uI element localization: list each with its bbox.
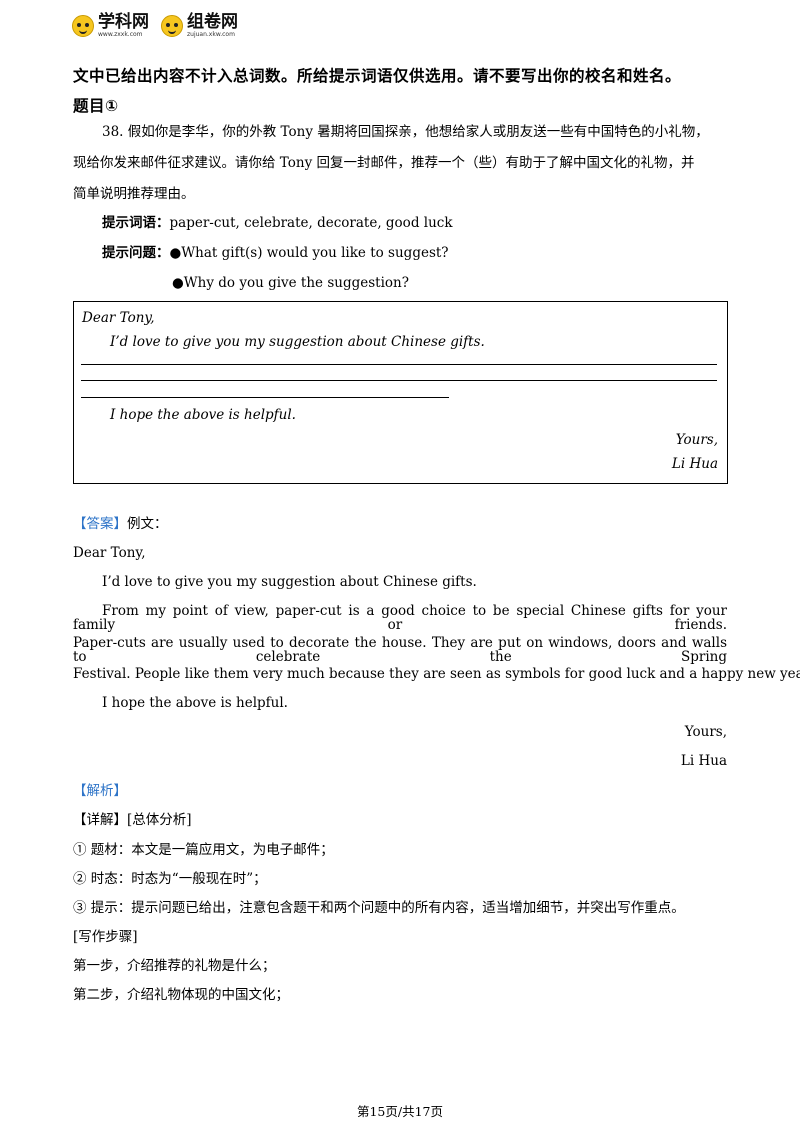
answer-closing: I hope the above is helpful.	[102, 695, 288, 711]
analysis-detail: 【详解】[总体分析]	[73, 812, 192, 828]
letter-sign-off: Yours,	[675, 432, 718, 448]
analysis-item: ② 时态：时态为“一般现在时”；	[73, 871, 267, 887]
page-number: 第15页/共17页	[356, 1104, 444, 1119]
hint-words-row: 提示词语：paper-cut, celebrate, decorate, goo…	[102, 215, 453, 231]
hint-words: paper-cut, celebrate, decorate, good luc…	[169, 215, 453, 231]
xuekewang-logo[interactable]: 学科网 www.zxxk.com	[72, 14, 149, 38]
writing-line	[81, 397, 449, 398]
answer-opening: I’d love to give you my suggestion about…	[102, 574, 477, 590]
answer-label: 【答案】	[73, 516, 127, 532]
writing-line	[81, 364, 717, 365]
topic-title: 题目①	[73, 97, 119, 115]
analysis-item: ③ 提示：提示问题已给出，注意包含题干和两个问题中的所有内容，适当增加细节，并突…	[73, 900, 685, 916]
hint-questions-label: 提示问题：	[102, 245, 170, 261]
answer-sign-off: Yours,	[684, 724, 727, 740]
answer-heading: 【答案】例文：	[73, 516, 168, 532]
writing-step: 第二步，介绍礼物体现的中国文化；	[73, 987, 289, 1003]
hint-words-label: 提示词语：	[102, 215, 170, 231]
writing-steps-label: [写作步骤]	[73, 929, 138, 945]
letter-closing: I hope the above is helpful.	[110, 407, 296, 423]
smiley-icon	[72, 15, 94, 37]
logo-url: www.zxxk.com	[98, 31, 143, 38]
answer-signature: Li Hua	[680, 753, 727, 769]
answer-greeting: Dear Tony,	[73, 545, 146, 561]
logo-name: 学科网	[98, 12, 149, 32]
answer-paragraph-line: Festival. People like them very much bec…	[73, 666, 800, 682]
question-line: 现给你发来邮件征求建议。请你给 Tony 回复一封邮件，推荐一个（些）有助于了解…	[73, 155, 695, 171]
writing-step: 第一步，介绍推荐的礼物是什么；	[73, 958, 276, 974]
answer-paragraph-line: From my point of view, paper-cut is a go…	[73, 603, 727, 633]
letter-opening: I’d love to give you my suggestion about…	[110, 334, 485, 350]
hint-questions-row: 提示问题：●What gift(s) would you like to sug…	[102, 245, 449, 261]
letter-template-box: Dear Tony, I’d love to give you my sugge…	[73, 301, 728, 484]
analysis-label: 【解析】	[73, 783, 127, 799]
question-line: 38. 假如你是李华，你的外教 Tony 暑期将回国探亲，他想给家人或朋友送一些…	[102, 124, 709, 140]
hint-question: ●What gift(s) would you like to suggest?	[169, 245, 449, 261]
logo-name: 组卷网	[187, 12, 238, 32]
hint-question: ●Why do you give the suggestion?	[172, 275, 409, 291]
logo-url: zujuan.xkw.com	[187, 31, 235, 38]
question-line: 简单说明推荐理由。	[73, 186, 195, 202]
zujuanwang-logo[interactable]: 组卷网 zujuan.xkw.com	[161, 14, 238, 38]
instruction-text: 文中已给出内容不计入总词数。所给提示词语仅供选用。请不要写出你的校名和姓名。	[73, 67, 682, 85]
letter-greeting: Dear Tony,	[82, 310, 155, 326]
smiley-icon	[161, 15, 183, 37]
writing-line	[81, 380, 717, 381]
answer-paragraph-line: Paper-cuts are usually used to decorate …	[73, 635, 727, 665]
answer-label-suffix: 例文：	[127, 516, 168, 532]
letter-signature: Li Hua	[671, 456, 718, 472]
analysis-item: ① 题材：本文是一篇应用文，为电子邮件；	[73, 842, 334, 858]
